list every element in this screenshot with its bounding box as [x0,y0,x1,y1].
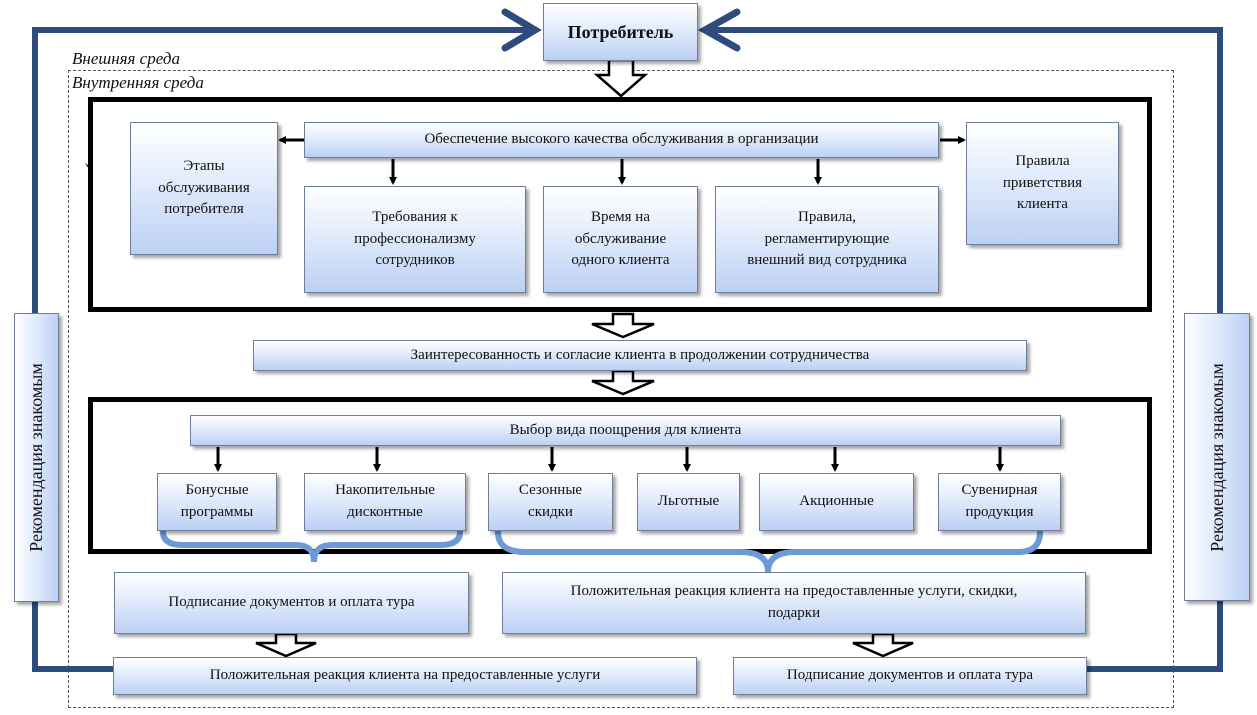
brace-right [495,529,1043,573]
incentive-bonus: Бонусные программы [157,473,277,531]
down-arrow-consumer [593,58,649,98]
down-arrow-left-outcome [255,632,317,658]
incentive-header: Выбор вида поощрения для клиента [190,415,1061,446]
brace-left [160,529,463,563]
quality-item-professionalism: Требования к профессионализму сотруднико… [304,186,526,293]
incentive-discount-cards: Накопительные дисконтные [304,473,466,531]
side-label-right: Рекомендация знакомым [1184,313,1250,601]
internal-environment-label: Внутренняя среда [72,73,204,92]
incentive-seasonal: Сезонные скидки [488,473,613,531]
incentive-preferential: Льготные [637,473,740,531]
outcome-right-bottom: Подписание документов и оплата тура [733,657,1087,695]
quality-block-frame [88,97,1152,312]
tick-mark [85,163,92,169]
greeting-rules-box: Правила приветствия клиента [966,122,1119,245]
side-label-left: Рекомендация знакомым [14,313,59,602]
incentive-souvenirs: Сувенирная продукция [938,473,1061,531]
outcome-left-top: Подписание документов и оплата тура [114,572,469,634]
down-arrow-right-outcome [852,632,914,658]
quality-header: Обеспечение высокого качества обслуживан… [304,122,939,158]
quality-item-appearance-rules: Правила, регламентирующие внешний вид со… [715,186,939,293]
outcome-right-top: Положительная реакция клиента на предост… [502,572,1086,634]
interest-box: Заинтересованность и согласие клиента в … [253,340,1027,371]
outcome-left-bottom: Положительная реакция клиента на предост… [113,657,697,695]
incentive-promotional: Акционные [759,473,914,531]
down-arrow-quality [591,312,655,339]
quality-item-service-time: Время на обслуживание одного клиента [543,186,698,293]
stages-box: Этапы обслуживания потребителя [130,122,278,255]
consumer-box: Потребитель [543,3,698,61]
down-arrow-interest [591,369,655,396]
external-environment-label: Внешняя среда [72,49,180,68]
